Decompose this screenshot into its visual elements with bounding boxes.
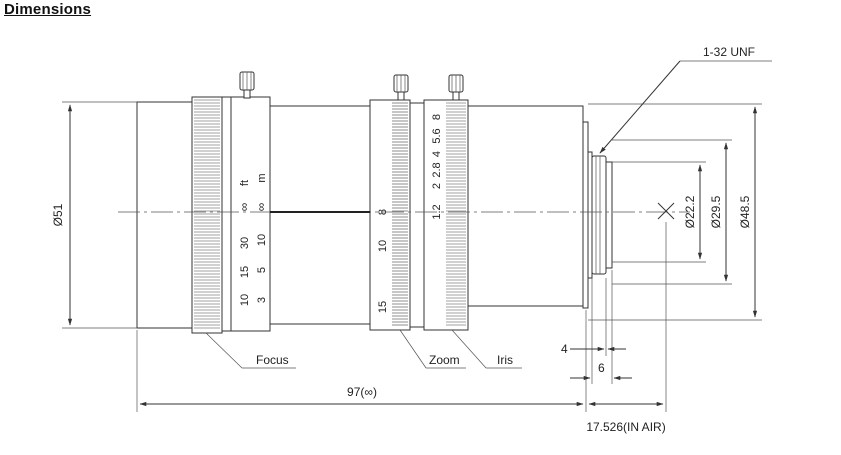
iris-label: Iris xyxy=(497,353,513,367)
rear-tube xyxy=(467,105,584,307)
iris-2-8: 2.8 xyxy=(431,162,443,177)
focus-label: Focus xyxy=(256,353,289,367)
focus-ring-knurl xyxy=(194,99,220,329)
focus-scale: ft m ∞ ∞ 30 10 15 5 10 3 xyxy=(237,173,268,306)
back-focus-label: 17.526(IN AIR) xyxy=(586,420,665,434)
mount-diameter-dimensions: Ø22.2 Ø29.5 Ø48.5 xyxy=(588,103,762,321)
mount-depth-label: 4 xyxy=(561,342,568,356)
iris-lock-screw xyxy=(448,74,464,101)
iris-1-2: 1.2 xyxy=(431,204,443,219)
length-dimension: 97(∞) xyxy=(136,310,587,412)
mount-flange xyxy=(582,121,589,309)
iris-scale: 1.2 2 2.8 4 5.6 8 xyxy=(431,114,443,220)
flange-width-label: 6 xyxy=(598,361,605,375)
lens-tube xyxy=(269,105,371,325)
zoom-scale: 8 10 15 xyxy=(377,209,389,313)
focus-ft-unit: ft xyxy=(239,180,251,186)
focus-ft-15: 15 xyxy=(239,266,251,278)
focus-m-3: 3 xyxy=(256,297,268,303)
zoom-ring-knurl xyxy=(392,102,408,326)
zoom-15: 15 xyxy=(377,301,389,313)
zoom-8: 8 xyxy=(377,209,389,215)
iris-2: 2 xyxy=(431,183,443,189)
focus-m-unit: m xyxy=(256,173,268,182)
focus-lock-screw xyxy=(239,71,255,99)
zoom-lock-screw xyxy=(393,74,409,101)
mount-depth-dimensions: 4 6 xyxy=(561,270,632,384)
focus-m-10: 10 xyxy=(256,234,268,246)
focus-ft-10: 10 xyxy=(239,294,251,306)
page-title: Dimensions xyxy=(4,1,92,18)
zoom-10: 10 xyxy=(377,240,389,252)
focus-ft-infinity: ∞ xyxy=(237,203,251,212)
focus-m-5: 5 xyxy=(256,267,268,273)
zoom-label: Zoom xyxy=(429,353,460,367)
back-focus-dimension: 17.526(IN AIR) xyxy=(586,222,667,434)
zoom-ring xyxy=(369,99,411,331)
outer-diameter-label: Ø51 xyxy=(51,203,65,226)
ring-callouts: Focus Zoom Iris xyxy=(205,329,522,369)
focus-ft-30: 30 xyxy=(239,237,251,249)
iris-ring xyxy=(423,99,469,331)
iris-5-6: 5.6 xyxy=(431,128,443,143)
lens-body xyxy=(136,71,613,334)
c-mount-thread xyxy=(591,155,607,275)
outer-diameter-dimension: Ø51 xyxy=(51,101,137,329)
diameter-22-2-label: Ø22.2 xyxy=(683,195,697,228)
iris-4: 4 xyxy=(431,151,443,157)
iris-ring-knurl xyxy=(446,102,466,326)
iris-8: 8 xyxy=(431,114,443,120)
focus-m-infinity: ∞ xyxy=(254,203,268,212)
thread-label: 1-32 UNF xyxy=(703,45,755,59)
length-label: 97(∞) xyxy=(347,385,377,399)
focus-ring xyxy=(191,96,223,334)
thread-callout: 1-32 UNF xyxy=(599,45,772,154)
diameter-48-5-label: Ø48.5 xyxy=(738,195,752,228)
focus-barrel xyxy=(221,96,271,332)
diameter-29-5-label: Ø29.5 xyxy=(709,195,723,228)
